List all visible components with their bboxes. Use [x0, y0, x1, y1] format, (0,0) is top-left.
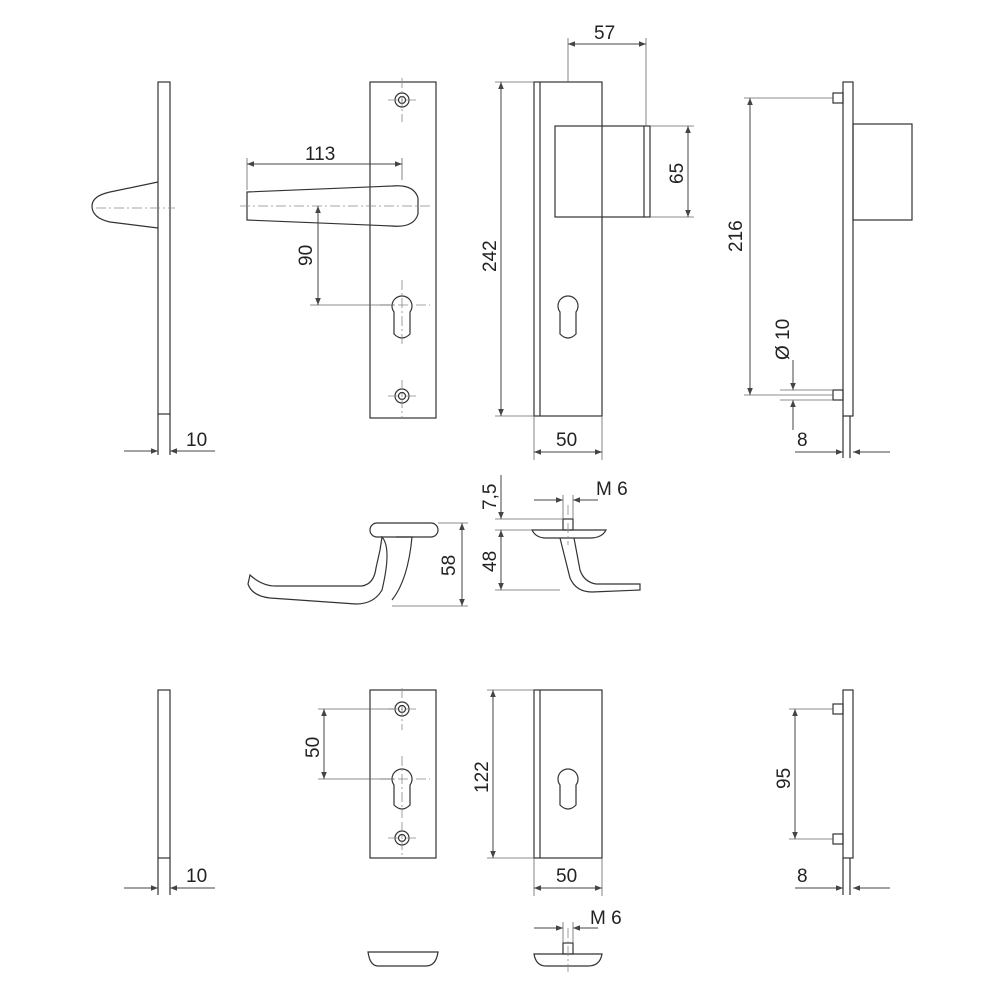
dimension-lever-length: 113	[246, 144, 403, 190]
dim-65: 65	[667, 163, 688, 184]
dim-10-top: 10	[186, 430, 207, 451]
dimension-stud-spacing-short: 95	[774, 708, 833, 840]
dimension-stud-length-bottom: 8	[795, 866, 890, 891]
dim-48: 48	[480, 551, 501, 572]
short-plate-right-side-view	[832, 689, 854, 895]
stud-top	[832, 92, 844, 104]
short-plate-back-view	[533, 689, 603, 859]
dim-m6-bottom: M 6	[590, 908, 622, 929]
dim-58: 58	[439, 555, 460, 576]
dimension-thread-bottom: M 6	[534, 908, 622, 943]
long-plate-right-side-view	[832, 81, 913, 458]
dim-8-top: 8	[797, 430, 808, 451]
screw-hole-bottom	[388, 380, 416, 418]
long-plate-side-view	[91, 81, 175, 455]
dimension-screw-pitch: 50	[303, 708, 394, 780]
short-plate-edge-profile	[367, 951, 439, 967]
dimension-stud-spacing-long: 216	[726, 97, 833, 396]
lever-handle-side-view	[531, 505, 641, 593]
dimension-plate-width-bottom: 50	[533, 858, 603, 896]
keyhole-back	[557, 295, 579, 339]
dimension-thickness-top: 10	[124, 430, 215, 454]
dimension-short-plate-height: 122	[472, 689, 534, 859]
dim-7-5: 7,5	[480, 484, 501, 510]
dimension-housing-offset: 57	[567, 23, 647, 126]
dim-113: 113	[305, 144, 335, 165]
dimension-thread-top: M 6	[534, 479, 628, 519]
stud-bottom	[832, 389, 844, 401]
dimension-handle-depth: 58	[392, 522, 468, 607]
short-stud-top	[832, 703, 844, 715]
short-screw-hole-bottom	[388, 822, 416, 858]
dim-122: 122	[472, 761, 493, 793]
dim-95: 95	[774, 768, 795, 789]
short-plate-side-view	[157, 689, 171, 895]
keyhole-cutout	[380, 280, 430, 346]
dim-50-top: 50	[556, 430, 577, 451]
dimension-stud-length-top: 8	[795, 430, 890, 455]
dim-50-bottom: 50	[556, 866, 577, 887]
dimension-plate-height: 242	[480, 81, 534, 417]
short-plate-front-view	[369, 688, 437, 859]
screw-hole-top	[388, 78, 416, 122]
dim-90: 90	[296, 245, 317, 266]
dim-m6-top: M 6	[596, 479, 628, 500]
dimension-screw-offset: 7,5 48	[480, 475, 563, 591]
dim-242: 242	[480, 240, 501, 272]
dimension-plate-width-top: 50	[533, 416, 603, 460]
dim-50-pitch: 50	[303, 737, 324, 758]
dimension-handle-to-keyhole: 90	[296, 206, 394, 306]
dim-dia-10: Ø 10	[773, 319, 794, 360]
long-plate-back-view	[533, 81, 651, 417]
short-stud-bottom	[832, 833, 844, 845]
dimension-stud-diameter: Ø 10	[773, 319, 833, 430]
lever-handle-top-view	[247, 522, 439, 605]
short-plate-screw-profile	[533, 928, 603, 972]
dimension-housing-height: 65	[650, 125, 694, 218]
dim-57: 57	[594, 23, 615, 44]
short-keyhole	[380, 756, 430, 818]
dim-8-bottom: 8	[797, 866, 808, 887]
dimension-thickness-bottom: 10	[124, 866, 215, 891]
dim-10-bottom: 10	[186, 866, 207, 887]
short-keyhole-back	[557, 768, 579, 810]
long-plate-front-view	[240, 78, 437, 419]
dim-216: 216	[726, 220, 747, 252]
